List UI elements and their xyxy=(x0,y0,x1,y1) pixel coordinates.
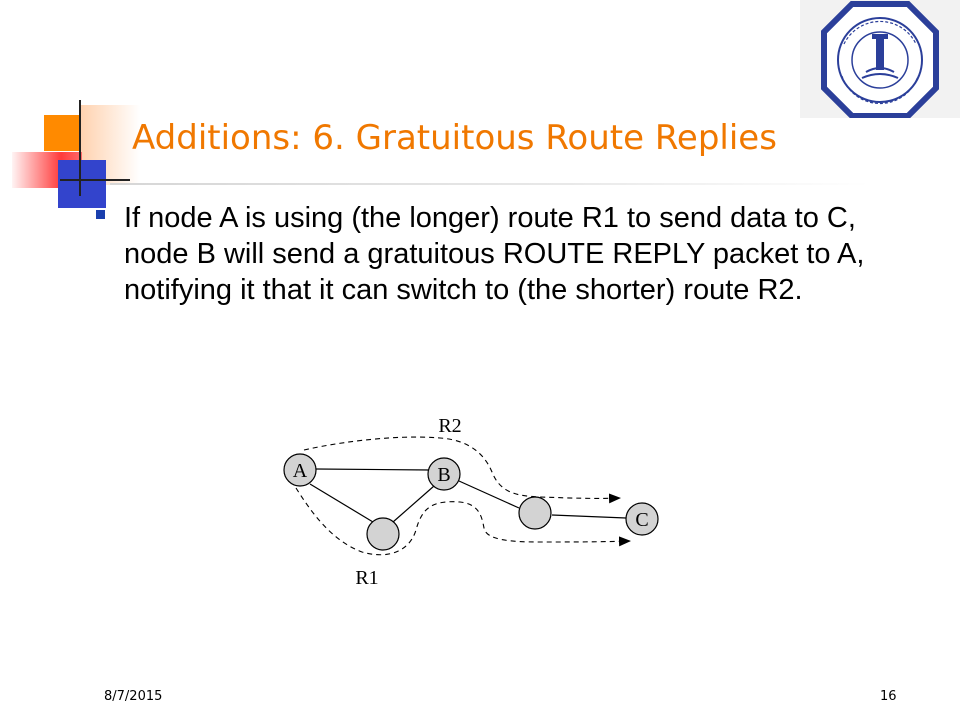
node-a-label: A xyxy=(293,460,308,482)
decorative-orange-square xyxy=(44,115,80,151)
node-intermediate-2 xyxy=(518,496,552,530)
network-diagram: A B C R2 R1 xyxy=(283,415,659,589)
link-n4-c xyxy=(551,514,627,519)
route-r1-label: R1 xyxy=(355,567,378,589)
route-r2-path xyxy=(303,436,621,504)
node-b-label: B xyxy=(437,464,450,486)
node-intermediate-1 xyxy=(366,517,400,551)
link-n3-b xyxy=(392,485,435,523)
title-underline xyxy=(110,183,870,185)
node-c: C xyxy=(625,502,659,536)
node-a: A xyxy=(283,453,317,487)
decorative-blue-square xyxy=(58,160,106,208)
node-c-label: C xyxy=(635,509,648,531)
decorative-vertical-line xyxy=(79,100,81,196)
link-a-n3 xyxy=(309,483,374,523)
bullet-text: If node A is using (the longer) route R1… xyxy=(124,202,865,306)
university-seal-icon xyxy=(821,1,939,118)
node-b: B xyxy=(427,457,461,491)
slide-title: Additions: 6. Gratuitous Route Replies xyxy=(132,118,777,158)
decorative-horizontal-line xyxy=(60,179,130,181)
link-a-b xyxy=(315,468,431,471)
route-r2-label: R2 xyxy=(438,415,461,437)
route-r1-path xyxy=(295,487,631,556)
link-b-n4 xyxy=(458,480,520,509)
university-logo xyxy=(800,0,960,118)
square-bullet-icon xyxy=(96,210,105,219)
page-number: 16 xyxy=(880,689,897,704)
footer-date: 8/7/2015 xyxy=(104,689,163,704)
